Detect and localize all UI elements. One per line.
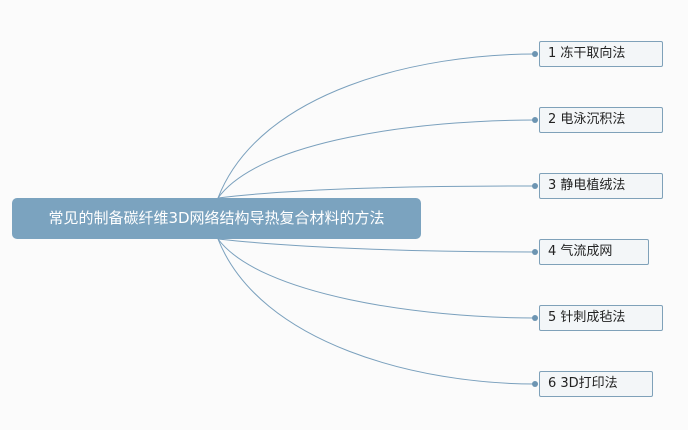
connector-4 xyxy=(217,238,536,253)
connector-5 xyxy=(217,238,536,319)
branch-topic-4[interactable]: 4 气流成网 xyxy=(539,239,649,265)
branch-topic-2[interactable]: 2 电泳沉积法 xyxy=(539,107,663,133)
branch-topic-1[interactable]: 1 冻干取向法 xyxy=(539,41,663,67)
branch-topic-3[interactable]: 3 静电植绒法 xyxy=(539,173,663,199)
connector-6 xyxy=(217,238,536,385)
branch-topic-6[interactable]: 6 3D打印法 xyxy=(539,371,653,397)
root-topic[interactable]: 常见的制备碳纤维3D网络结构导热复合材料的方法 xyxy=(12,198,421,239)
connector-dot-5 xyxy=(532,315,538,321)
connector-dot-4 xyxy=(532,249,538,255)
connector-1 xyxy=(217,53,536,199)
connector-2 xyxy=(217,119,536,199)
branch-topic-5[interactable]: 5 针刺成毡法 xyxy=(539,305,663,331)
connector-dot-3 xyxy=(532,183,538,189)
connector-dot-1 xyxy=(532,51,538,57)
connector-3 xyxy=(217,185,536,199)
connector-dot-2 xyxy=(532,117,538,123)
connector-dot-6 xyxy=(532,381,538,387)
